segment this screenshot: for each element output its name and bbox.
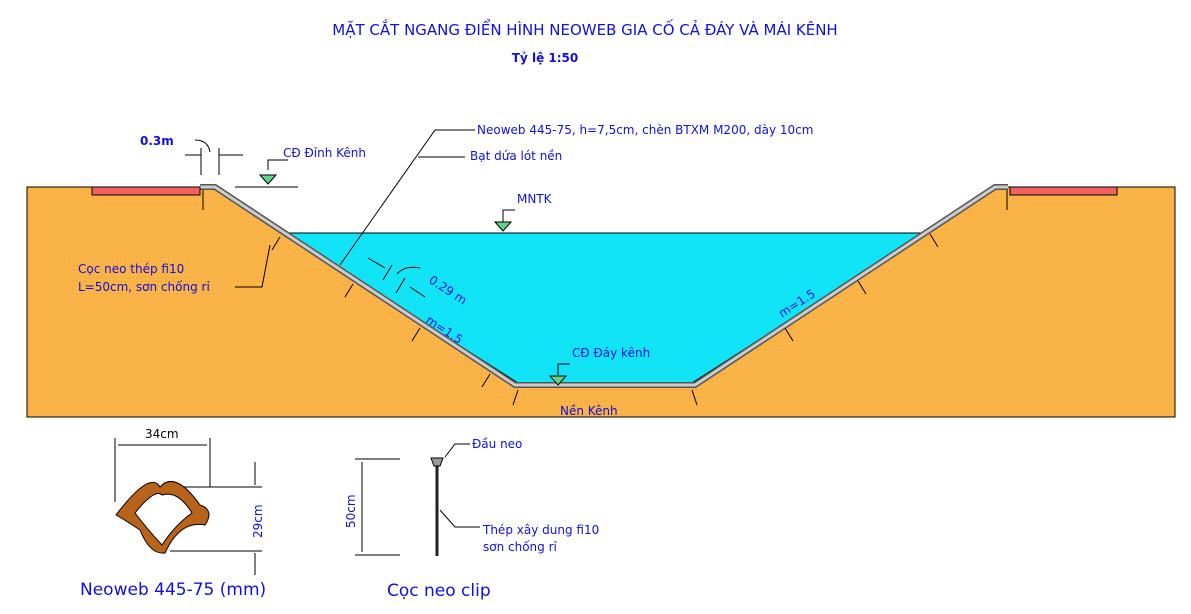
clip-head-label: Đầu neo xyxy=(472,437,522,451)
top-level-label: CĐ Đỉnh Kênh xyxy=(283,146,366,160)
clip-rod-label-line1: Thép xây dung fi10 xyxy=(482,523,599,537)
cell-height-label: 29cm xyxy=(251,504,265,538)
foundation-label: Nền Kênh xyxy=(560,404,618,418)
drawing-title: MẶT CẮT NGANG ĐIỂN HÌNH NEOWEB GIA CỐ CẢ… xyxy=(332,18,837,39)
bottom-level-marker xyxy=(548,375,568,386)
anchor-pins xyxy=(202,190,1008,406)
water-level-marker xyxy=(493,221,513,232)
water-level-label: MNTK xyxy=(517,192,553,206)
cell-width-label: 34cm xyxy=(145,427,179,441)
clip-length-label: 50cm xyxy=(344,494,358,528)
berm-width-label: 0.3m xyxy=(140,134,174,148)
anchor-label-line2: L=50cm, sơn chống rỉ xyxy=(78,280,210,294)
liner-label: Bạt dứa lót nền xyxy=(470,149,562,163)
anchor-clip-detail: 50cm Đầu neo Thép xây dung fi10 sơn chốn… xyxy=(344,437,599,601)
top-level-marker xyxy=(258,174,278,185)
scale-label: Tỷ lệ 1:50 xyxy=(512,51,578,65)
clip-rod-label-line2: sơn chống rỉ xyxy=(483,540,558,554)
anchor-label-line1: Cọc neo thép fi10 xyxy=(78,262,184,276)
right-pad xyxy=(1009,186,1118,196)
clip-caption: Cọc neo clip xyxy=(387,581,491,601)
left-pad xyxy=(91,186,201,196)
bottom-level-label: CĐ Đáy kênh xyxy=(572,346,650,360)
cell-caption: Neoweb 445-75 (mm) xyxy=(80,580,266,600)
neoweb-cell-detail: 34cm 29cm Neoweb 445-75 (mm) xyxy=(80,427,266,600)
neoweb-label: Neoweb 445-75, h=7,5cm, chèn BTXM M200, … xyxy=(477,123,813,137)
